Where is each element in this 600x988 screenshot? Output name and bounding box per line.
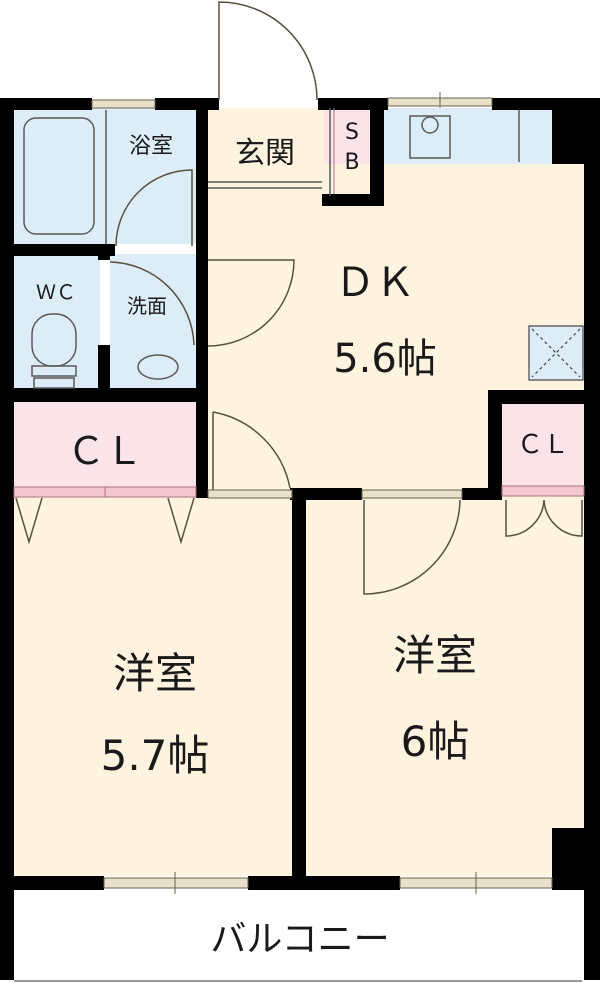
wall <box>0 244 115 256</box>
bath-area <box>14 108 196 244</box>
shoe-box-label-b: B <box>344 150 360 175</box>
closet-left-area <box>14 402 196 496</box>
western-left-area <box>14 496 292 876</box>
toilet <box>31 313 77 367</box>
sink-basin <box>409 115 451 159</box>
closet-right-area <box>502 402 584 496</box>
dk-label: ＤＫ <box>335 260 415 306</box>
western-left-label: 洋室 <box>112 649 197 698</box>
balcony-area <box>14 890 582 982</box>
wall <box>0 98 92 110</box>
wall <box>488 390 600 404</box>
wall <box>370 98 384 206</box>
balcony-label: バルコニー <box>210 919 390 960</box>
wall <box>292 488 306 888</box>
western-right-size: 6帖 <box>400 717 470 766</box>
wash-basin <box>137 354 179 380</box>
bath-label: 浴室 <box>128 134 173 159</box>
western-left-door-arc <box>212 411 291 490</box>
dk-size: 5.6帖 <box>333 336 437 382</box>
closet-left-doors <box>15 497 195 545</box>
ventilation-fan-icon <box>528 325 584 381</box>
wall <box>488 390 502 498</box>
wall <box>0 388 208 402</box>
closet-right-doors <box>505 499 583 537</box>
closet-right-label: ＣＬ <box>516 430 569 460</box>
wall <box>0 876 104 890</box>
western-right-area <box>306 496 584 876</box>
wall <box>98 345 110 395</box>
dk-area-left <box>206 182 326 202</box>
wc-label: ＷＣ <box>36 280 76 304</box>
bath-door-arc <box>115 169 193 247</box>
western-left-size: 5.7帖 <box>100 731 210 780</box>
entrance-door-arc <box>218 1 318 101</box>
washroom-area <box>110 254 196 388</box>
washroom-door-arc <box>109 261 195 346</box>
western-right-door-arc <box>363 499 461 595</box>
wall <box>98 244 110 260</box>
windows <box>91 92 553 894</box>
wall <box>584 98 600 980</box>
western-right-label: 洋室 <box>392 631 477 680</box>
wall <box>0 98 14 980</box>
entrance-label: 玄関 <box>235 136 295 171</box>
wall <box>322 194 384 206</box>
wall <box>248 876 400 890</box>
closet-left-label: ＣＬ <box>66 429 143 473</box>
dk-left-door-arc <box>207 259 295 347</box>
shoe-box-label-s: S <box>345 120 359 145</box>
washroom-label: 洗面 <box>127 294 167 318</box>
bathtub <box>23 117 95 235</box>
wall <box>462 488 502 500</box>
wall <box>290 488 362 500</box>
wall <box>552 828 600 890</box>
